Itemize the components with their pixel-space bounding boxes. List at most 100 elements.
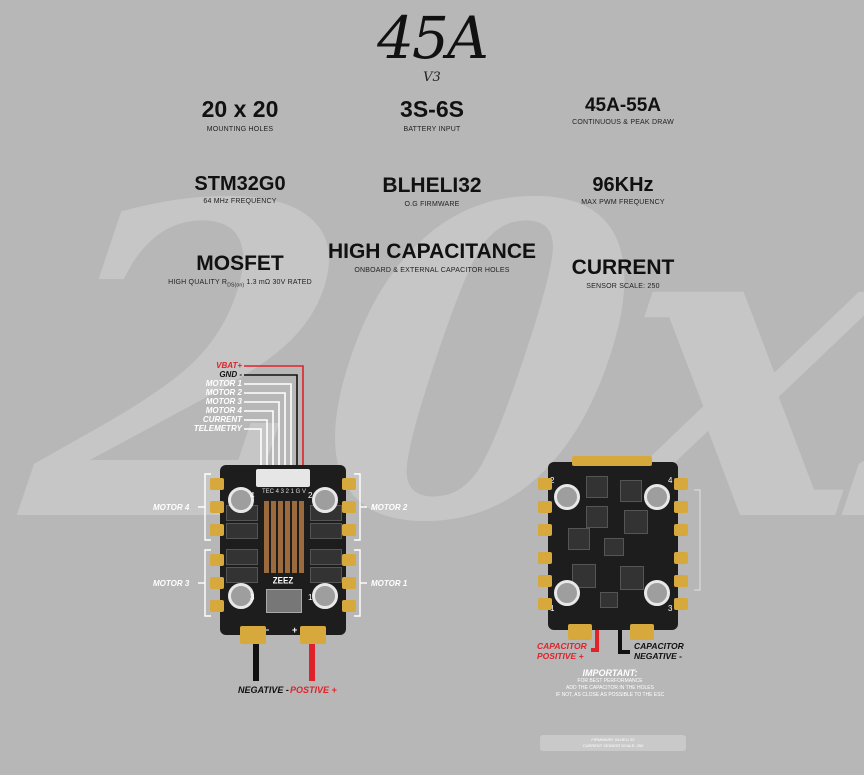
cap-positive-lead	[591, 626, 599, 652]
motor-pad	[538, 501, 552, 513]
spec-value: CURRENT	[571, 256, 675, 279]
spec-current-draw: 45A-55A CONTINUOUS & PEAK DRAW	[513, 95, 733, 126]
mcu-chip	[586, 476, 608, 498]
mosfet	[226, 549, 258, 565]
negative-lead	[253, 643, 259, 681]
spec-label-rest: 1.3 mΩ 30V RATED	[244, 278, 312, 286]
motor-pad	[210, 577, 224, 589]
spec-label: CONTINUOUS & PEAK DRAW	[572, 119, 674, 127]
wire-current	[244, 419, 268, 468]
spec-label-sub: DS(on)	[227, 281, 245, 288]
driver-chip	[624, 510, 648, 534]
spec-value: HIGH CAPACITANCE	[327, 240, 537, 263]
battery-pad-positive	[300, 626, 326, 644]
spec-label: O.G FIRMWARE	[404, 200, 460, 208]
important-line: FOR BEST PERFORMANCE	[577, 678, 643, 684]
silk-brand: ZEEZ	[272, 575, 294, 586]
mount-hole-2	[554, 484, 580, 510]
spec-firmware: BLHELI32 O.G FIRMWARE	[322, 174, 542, 208]
connector-pads	[572, 456, 652, 466]
silk-code: TEC 4 3 2 1 G V	[261, 489, 307, 495]
cap-negative-lead	[618, 626, 630, 654]
hole-number: 4	[668, 476, 673, 485]
driver-chip	[568, 528, 590, 550]
battery-pad-negative	[240, 626, 266, 644]
wire-telemetry	[244, 428, 262, 468]
motor-pad	[210, 478, 224, 490]
motor-pad	[538, 524, 552, 536]
wire-vbat	[244, 365, 304, 468]
spec-mounting-holes: 20 x 20 MOUNTING HOLES	[130, 96, 350, 133]
hole-number: 2	[550, 476, 555, 485]
motor-pad	[674, 478, 688, 490]
mosfet	[226, 523, 258, 539]
motor-pad	[342, 478, 356, 490]
label-positive: POSTIVE +	[290, 685, 337, 695]
capacitor-pad-negative	[630, 624, 654, 640]
label-negative: NEGATIVE -	[238, 685, 289, 695]
wire-label-motor1: MOTOR 1	[205, 379, 242, 388]
current-shunt	[266, 589, 302, 613]
spec-value: BLHELI32	[382, 174, 482, 197]
connector-plug	[256, 469, 310, 487]
wire-label-gnd: GND -	[219, 370, 242, 379]
spec-label: MAX PWM FREQUENCY	[581, 199, 665, 207]
wire-label-vbat: VBAT+	[216, 361, 242, 370]
regulator-chip	[600, 592, 618, 608]
mount-hole-2	[312, 487, 338, 513]
motor-pad	[674, 552, 688, 564]
driver-chip	[620, 566, 644, 590]
spec-label: ONBOARD & EXTERNAL CAPACITOR HOLES	[354, 266, 510, 274]
mount-hole-4	[644, 484, 670, 510]
spec-label: HIGH QUALITY RDS(on) 1.3 mΩ 30V RATED	[130, 279, 350, 288]
spec-label: SENSOR SCALE: 250	[586, 282, 660, 290]
cap-negative-line1: CAPACITOR	[634, 641, 684, 651]
driver-chip	[620, 480, 642, 502]
motor-pad	[210, 501, 224, 513]
wire-motor2	[244, 392, 286, 468]
motor-pad	[674, 524, 688, 536]
esc-front-board: TEC 4 3 2 1 G V ZEEZ 4 2 3 1 − +	[220, 465, 346, 635]
motor-pad	[538, 575, 552, 587]
mount-hole-3	[644, 580, 670, 606]
back-bracket	[694, 489, 701, 591]
wire-gnd	[244, 374, 298, 468]
important-line: ADD THE CAPACITOR IN THE HOLES	[566, 685, 654, 691]
important-note: IMPORTANT: FOR BEST PERFORMANCE ADD THE …	[540, 668, 680, 699]
spec-mcu: STM32G0 64 MHz FREQUENCY	[130, 173, 350, 205]
mosfet	[310, 549, 342, 565]
hole-number: 3	[250, 593, 255, 602]
spec-label: 64 MHz FREQUENCY	[203, 198, 277, 206]
motor-pad	[538, 598, 552, 610]
driver-chip	[604, 538, 624, 556]
silk-plus: +	[292, 625, 298, 635]
motor-pad	[674, 575, 688, 587]
mount-hole-4	[228, 487, 254, 513]
esc-back-board: 2 4 1 3	[548, 462, 678, 630]
driver-chip	[586, 506, 608, 528]
spec-current-sensor: CURRENT SENSOR SCALE: 250	[513, 256, 733, 290]
wire-label-current: CURRENT	[202, 415, 242, 424]
wire-motor1	[244, 383, 292, 468]
motor-pad	[538, 552, 552, 564]
motor-pad	[210, 524, 224, 536]
label-motor3: MOTOR 3	[153, 579, 190, 588]
motor-pad	[342, 577, 356, 589]
spec-label: BATTERY INPUT	[403, 125, 461, 133]
positive-lead	[309, 643, 315, 681]
mount-hole-3	[228, 583, 254, 609]
spec-mosfet: MOSFET HIGH QUALITY RDS(on) 1.3 mΩ 30V R…	[130, 252, 350, 288]
motor-pad	[342, 524, 356, 536]
important-line: IF NOT, AS CLOSE AS POSSIBLE TO THE ESC	[555, 692, 665, 698]
cap-negative-line2: NEGATIVE -	[634, 650, 683, 661]
silk-minus: −	[264, 625, 270, 635]
motor-pad	[210, 600, 224, 612]
label-motor4: MOTOR 4	[153, 503, 190, 512]
motor-pad	[342, 554, 356, 566]
label-cap-negative: CAPACITOR NEGATIVE -	[634, 641, 684, 662]
product-version: V3	[423, 70, 441, 85]
spec-value: MOSFET	[196, 252, 284, 275]
product-title: 45A	[377, 4, 489, 72]
label-motor1: MOTOR 1	[371, 579, 408, 588]
